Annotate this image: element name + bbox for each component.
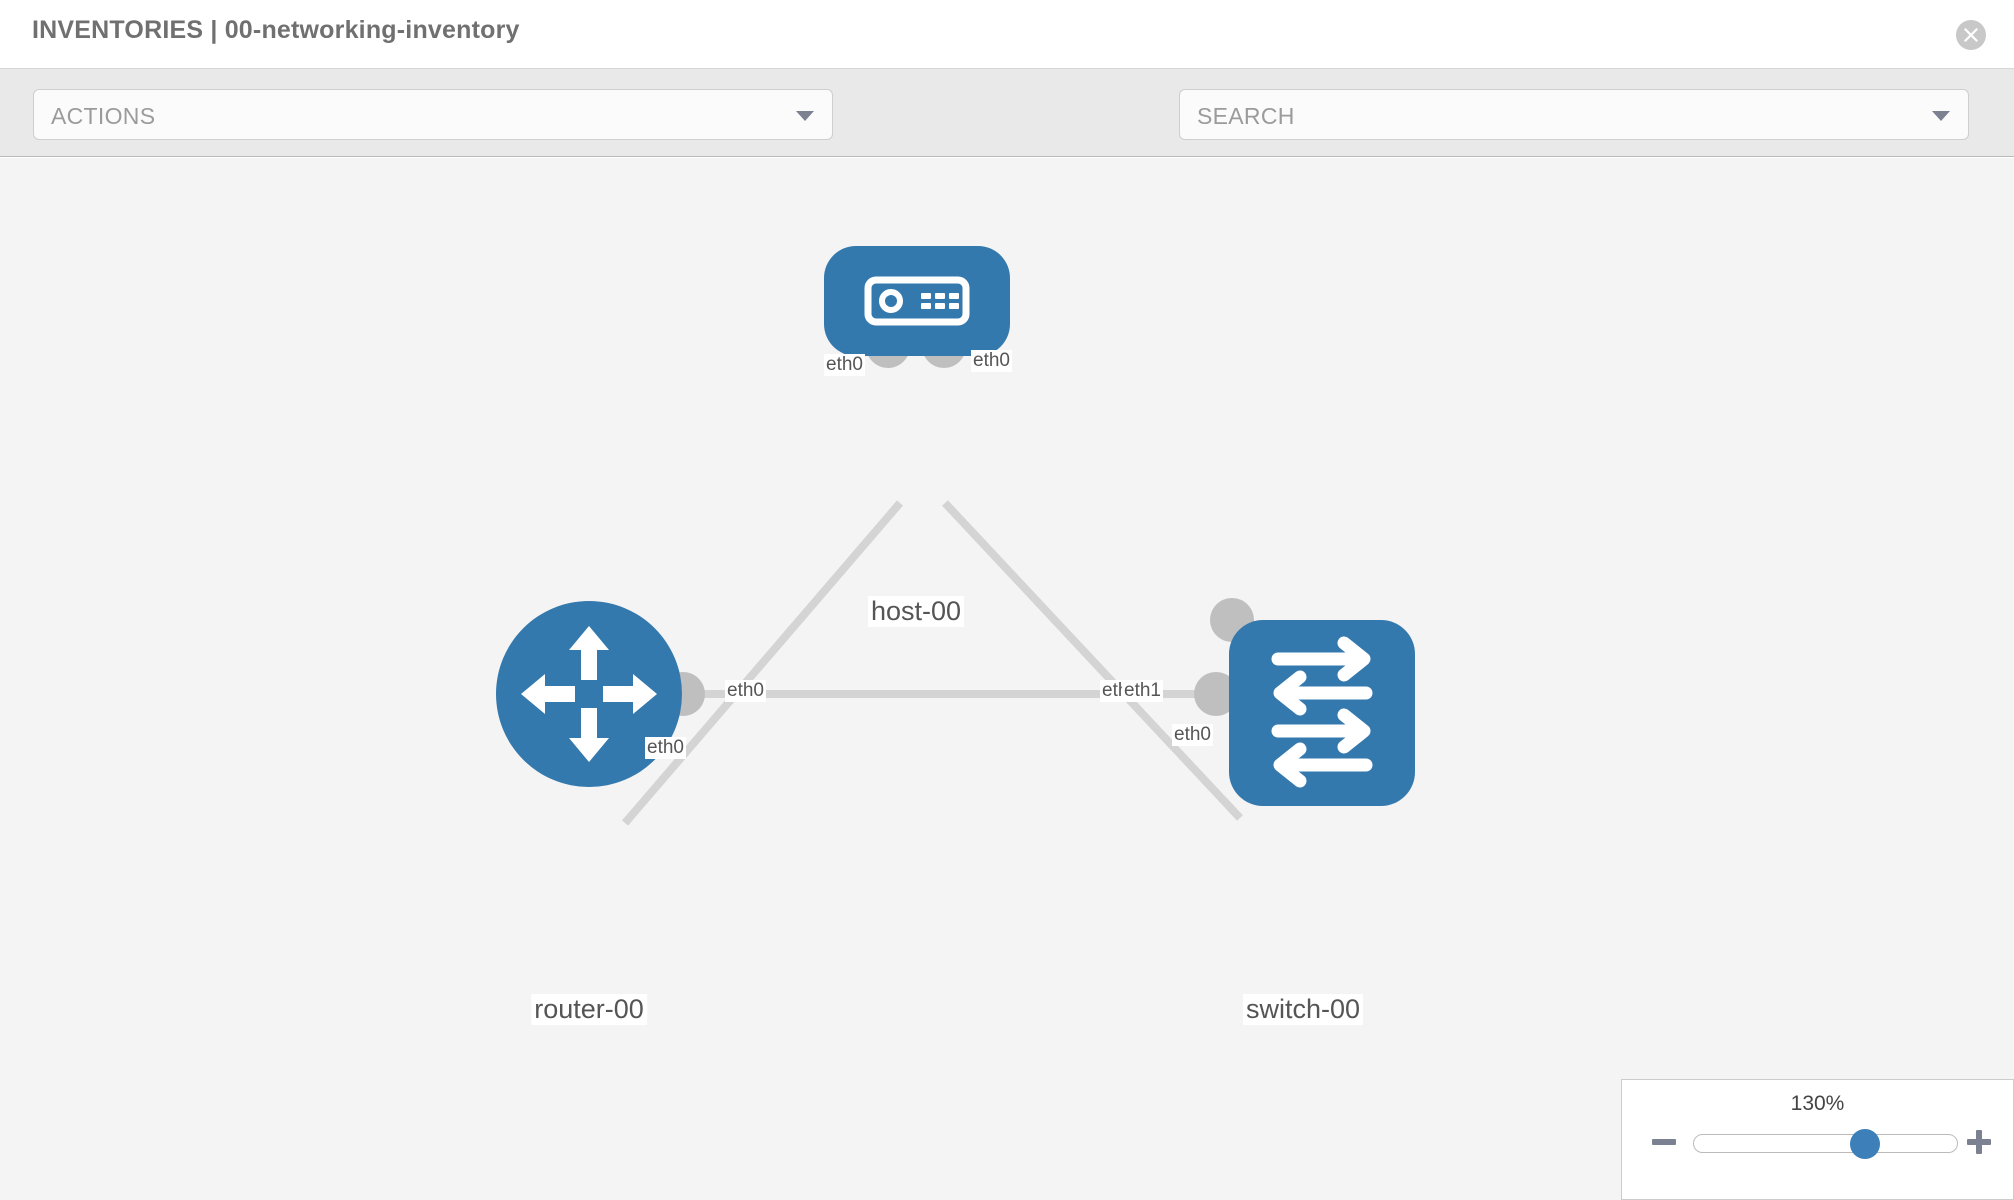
chevron-down-icon [796, 111, 814, 121]
edge-host00-switch00 [942, 500, 1243, 821]
topology-graph [496, 246, 1415, 826]
node-host-00[interactable] [824, 246, 1010, 356]
iface-label: eth0 [645, 737, 686, 759]
node-switch-00[interactable] [1229, 620, 1415, 806]
iface-label: eth0 [1172, 724, 1213, 746]
actions-dropdown[interactable]: ACTIONS [33, 89, 833, 140]
socket-switch00-eth1 [1194, 672, 1238, 716]
node-label-switch-00: switch-00 [1242, 994, 1364, 1025]
actions-dropdown-label: ACTIONS [51, 103, 156, 129]
page-title: INVENTORIES | 00-networking-inventory [32, 16, 520, 44]
close-icon[interactable] [1956, 20, 1986, 50]
minus-icon[interactable] [1649, 1127, 1679, 1157]
node-label-host-00: host-00 [867, 596, 965, 627]
plus-icon[interactable] [1964, 1127, 1994, 1157]
node-label-router-00: router-00 [531, 994, 647, 1025]
zoom-percent-label: 130% [1790, 1092, 1845, 1115]
zoom-slider[interactable] [1693, 1129, 1958, 1159]
topology-canvas[interactable]: eth0 eth0 eth0 eth0 eth0 eth0 eth1 host-… [0, 158, 2014, 1200]
topology-edges [621, 500, 1245, 826]
iface-label: eth0 [725, 680, 766, 702]
edge-host00-router00 [621, 500, 904, 826]
iface-label: eth0 [971, 350, 1012, 372]
zoom-control: 130% [1621, 1079, 2014, 1200]
iface-label: eth0 [824, 354, 865, 376]
topology-toolbar: ACTIONS SEARCH [0, 69, 2014, 199]
search-input[interactable]: SEARCH [1179, 89, 1969, 140]
zoom-slider-thumb[interactable] [1850, 1129, 1880, 1159]
page-header: INVENTORIES | 00-networking-inventory [0, 0, 2014, 69]
node-router-00[interactable] [496, 601, 682, 787]
chevron-down-icon[interactable] [1932, 111, 1950, 121]
search-placeholder: SEARCH [1197, 103, 1295, 129]
iface-label: eth1 [1122, 680, 1163, 702]
